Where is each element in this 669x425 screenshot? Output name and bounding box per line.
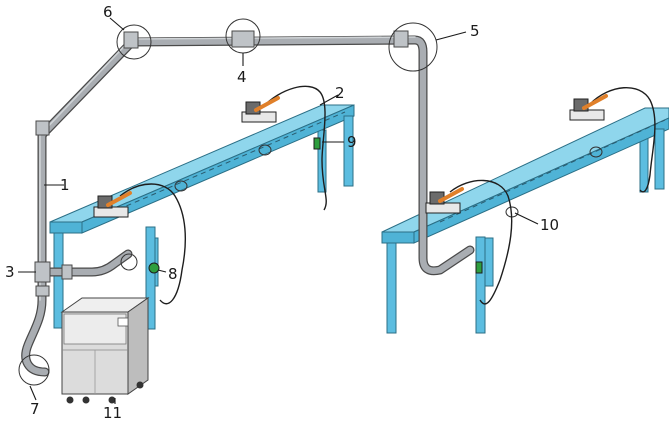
leader-10 [514,212,539,225]
leader-2 [319,94,339,106]
unit-wheel-4 [136,381,144,389]
left-bench-ring-1 [174,180,188,192]
connector-green-left-front [148,262,160,274]
right-bench-front-face [381,231,415,244]
circle-flex-hose [18,354,50,386]
connector-green-left-rear [313,137,321,150]
right-bench-leg-front-mid [475,236,486,334]
circle-elbow-top-right [388,22,438,72]
sleeve-lower [35,285,50,297]
connector-green-right [475,261,483,274]
callout-3: 3 [5,263,15,281]
left-bench-top [49,104,355,223]
callout-11: 11 [103,404,122,422]
leader-6 [109,17,125,31]
callout-1: 1 [60,176,70,194]
right-bench-leg-front-left [386,242,397,334]
cable-front-right [449,179,513,305]
branch-duct [38,250,132,276]
sleeve-top-mid [231,30,255,48]
callout-7: 7 [30,400,40,418]
leader-lines [18,17,539,404]
left-bench-leg-front-mid [145,226,156,330]
unit-side [127,297,149,395]
right-workbench [381,107,669,334]
left-workbench [49,104,355,330]
cable-front-left [119,183,186,305]
unit-wheel-2 [82,396,90,404]
right-bench-ring-2 [589,146,603,158]
iron-rear-right [582,94,608,110]
callout-6: 6 [103,3,113,21]
left-bench-tools [93,85,327,305]
callout-2: 2 [335,84,345,102]
iron-front-left [106,191,132,207]
callout-4: 4 [237,68,247,86]
callout-labels: 1 2 3 4 5 6 7 8 9 10 11 [5,3,559,422]
unit-wheel-1 [66,396,74,404]
highlight-circles [18,18,438,386]
right-bench-leg-back-left [484,237,494,287]
leader-5 [435,31,467,41]
iron-front-right [438,187,464,203]
cable-rear-left [261,85,327,211]
right-bench-side-face [413,117,669,244]
left-bench-ring-2 [258,144,272,156]
left-bench-dashed-rail [109,111,346,214]
unit-wheel-3 [108,396,116,404]
left-bench-front-face [49,221,83,234]
circle-elbow-top-left [116,24,152,60]
unit-control-panel [63,313,127,345]
sleeve-branch [61,264,73,280]
circle-branch-end [120,253,138,271]
right-bench-tools [425,86,656,305]
right-bench-leg-front-right [654,128,665,190]
callout-10: 10 [540,216,559,234]
callout-8: 8 [168,265,178,283]
main-duct-highlight [39,36,416,301]
callout-5: 5 [470,22,480,40]
unit-display [117,317,129,327]
sleeve-top-right [393,30,409,48]
sleeve-top-left [123,31,139,49]
duct-piping [21,30,475,377]
left-bench-leg-front-right [343,115,354,187]
leader-7 [29,385,37,401]
cable-rear-right [589,86,656,193]
sleeve-upper-left [35,120,50,136]
tee-junction [34,261,51,283]
leader-8 [157,269,167,273]
main-duct [22,36,474,376]
callout-9: 9 [347,133,357,151]
left-bench-leg-front-left [53,232,64,329]
extraction-unit [60,297,150,404]
iron-rear-left [254,96,280,112]
